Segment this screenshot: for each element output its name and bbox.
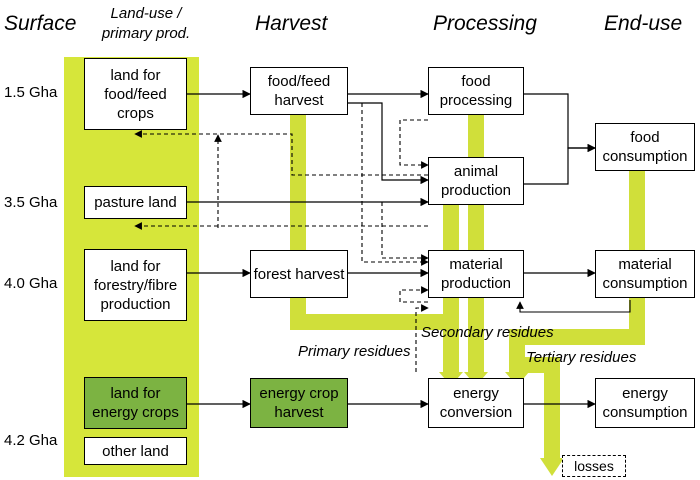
header-land-use-text: Land-use / primary prod. <box>101 5 191 42</box>
box-land-food-label: land for food/feed crops <box>104 66 167 122</box>
primary-residue-flow <box>290 114 459 372</box>
box-energy-harvest-label: energy crop harvest <box>259 385 339 421</box>
dashed-processing-animal <box>399 119 429 169</box>
box-animal-production: animal production <box>428 157 524 205</box>
header-surface: Surface <box>4 12 77 35</box>
label-secondary-residues: Secondary residues <box>421 324 554 341</box>
label-primary-residues: Primary residues <box>298 343 411 360</box>
box-land-energy: land for energy crops <box>84 377 187 429</box>
box-forest-harvest: forest harvest <box>250 250 348 298</box>
losses-flow <box>524 357 560 460</box>
box-energy-conversion-label: energy conversion <box>439 385 513 421</box>
header-land-use: Land-use / primary prod. <box>86 4 206 44</box>
arrow-harvest-animal <box>348 102 429 185</box>
losses-arrowhead <box>540 458 564 476</box>
box-food-processing-label: food processing <box>439 73 513 109</box>
box-food-processing: food processing <box>428 67 524 115</box>
surface-label-3: 4.0 Gha <box>4 275 58 292</box>
box-losses: losses <box>562 455 626 477</box>
header-harvest: Harvest <box>255 12 328 35</box>
box-forest-harvest-label: forest harvest <box>253 265 345 283</box>
box-material-consumption: material consumption <box>595 250 695 298</box>
surface-label-2: 3.5 Gha <box>4 194 58 211</box>
box-animal-production-label: animal production <box>440 163 512 199</box>
dashed-animal-material <box>381 202 429 262</box>
label-tertiary-residues: Tertiary residues <box>526 349 637 366</box>
header-end-use: End-use <box>604 12 683 35</box>
box-land-food: land for food/feed crops <box>84 58 187 130</box>
dashed-conversion-material <box>415 304 429 372</box>
dashed-harvest-material <box>361 103 429 266</box>
dashed-animal-landfood <box>134 130 428 176</box>
box-material-production-label: material production <box>440 256 512 292</box>
surface-label-1: 1.5 Gha <box>4 84 58 101</box>
box-other-land-label: other land <box>102 442 169 460</box>
box-pasture-land-label: pasture land <box>94 194 177 211</box>
box-food-harvest: food/feed harvest <box>250 67 348 115</box>
box-land-forestry-label: land for forestry/fibre production <box>93 257 178 313</box>
box-material-consumption-label: material consumption <box>602 256 688 292</box>
box-material-production: material production <box>428 250 524 298</box>
arrow-animal-foodcons <box>524 143 596 185</box>
arrow-processing-foodcons <box>524 93 596 153</box>
box-land-energy-label: land for energy crops <box>92 385 179 421</box>
box-food-consumption: food consumption <box>595 123 695 171</box>
box-energy-consumption-label: energy consumption <box>602 385 688 421</box>
solid-cons-material <box>516 300 631 313</box>
header-processing: Processing <box>433 12 537 35</box>
box-food-harvest-label: food/feed harvest <box>267 73 331 109</box>
box-pasture-land: pasture land <box>84 186 187 219</box>
dashed-material-loop <box>399 286 429 303</box>
solid-arrows <box>187 89 596 409</box>
box-other-land: other land <box>84 437 187 465</box>
dashed-arrows <box>134 103 631 372</box>
box-energy-consumption: energy consumption <box>595 378 695 428</box>
surface-label-4: 4.2 Gha <box>4 432 58 449</box>
box-energy-harvest: energy crop harvest <box>250 378 348 428</box>
box-energy-conversion: energy conversion <box>428 378 524 428</box>
box-land-forestry: land for forestry/fibre production <box>84 249 187 321</box>
box-losses-label: losses <box>574 457 614 474</box>
box-food-consumption-label: food consumption <box>602 129 688 165</box>
